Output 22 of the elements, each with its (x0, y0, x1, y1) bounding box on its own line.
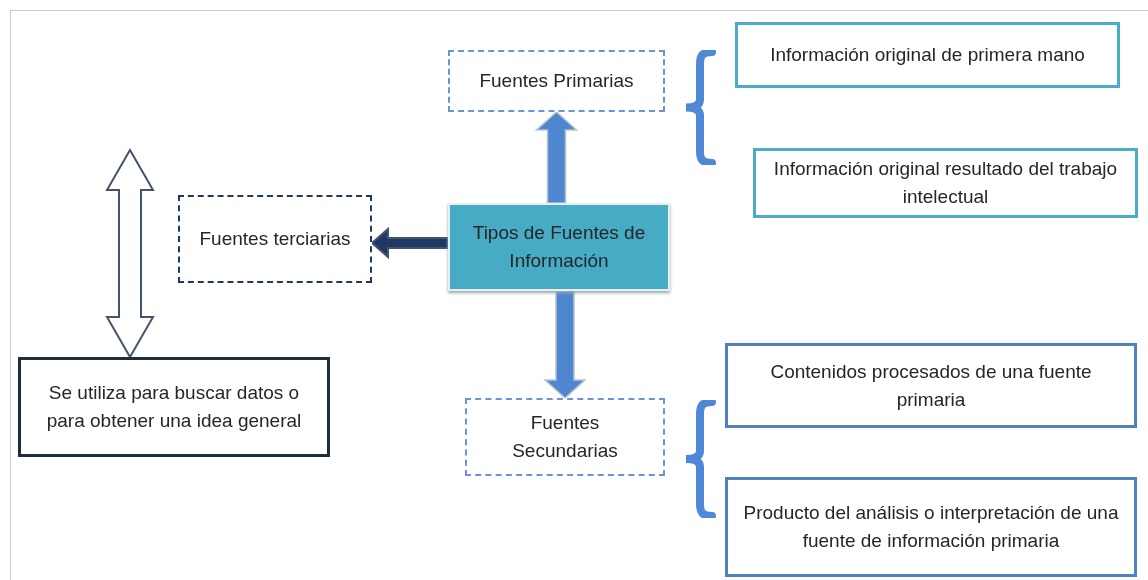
block-arrow (105, 148, 155, 359)
box-label: Fuentes Primarias (479, 69, 634, 94)
block-arrow (534, 111, 579, 204)
text-box (448, 50, 665, 112)
box-label: Se utiliza para buscar datos o para obtener una idea general (45, 381, 303, 433)
box-label: Información original resultado del trabajo intelectual (772, 157, 1119, 209)
text-box (178, 195, 372, 283)
text-box (448, 203, 670, 291)
block-arrow (543, 290, 587, 399)
box-label: Tipos de Fuentes de Información (471, 221, 647, 273)
text-box (735, 22, 1120, 88)
text-box (465, 398, 665, 476)
box-label: Información original de primera mano (770, 43, 1085, 68)
text-box (753, 148, 1138, 218)
block-arrow (370, 226, 449, 260)
box-label: Fuentes Secundarias (511, 411, 619, 463)
box-label: Producto del análisis o interpretación de una fuente de información primaria (742, 501, 1120, 553)
box-label: Fuentes terciarias (199, 227, 351, 252)
text-box (725, 343, 1137, 428)
text-box (18, 357, 330, 457)
box-label: Contenidos procesados de una fuente primaria (769, 359, 1093, 412)
text-box (725, 477, 1137, 577)
